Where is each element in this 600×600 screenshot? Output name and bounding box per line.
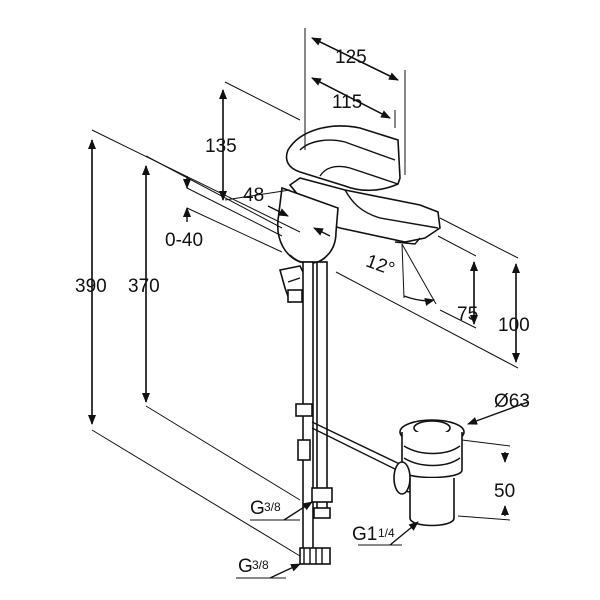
thread-drain-fraction: 1/4 <box>378 526 395 540</box>
thread-drain-main: G1 <box>352 524 377 545</box>
thread-g-upper: G <box>250 498 265 519</box>
thread-g-lower: G <box>238 556 253 577</box>
label-50: 50 <box>494 481 515 502</box>
thread-fraction-lower: 3/8 <box>252 558 269 572</box>
dim-total-height: 390 <box>75 129 301 557</box>
label-48: 48 <box>243 185 264 206</box>
drain-assembly <box>393 419 465 527</box>
thread-fraction-upper: 3/8 <box>264 500 281 514</box>
dim-drain-depth: 50 <box>457 439 515 521</box>
faucet-body <box>276 125 441 303</box>
label-12-degrees: 12° <box>363 251 397 281</box>
label-75: 75 <box>457 304 478 325</box>
supply-hoses <box>295 261 409 565</box>
label-115: 115 <box>332 92 362 113</box>
dim-spout-angle: 12° <box>363 243 437 306</box>
dim-spout-offset: 48 <box>243 185 331 237</box>
thread-label-g38-upper: G 3/8 <box>250 498 313 521</box>
dim-lever-height: 135 <box>205 81 301 201</box>
thread-label-g38-lower: G 3/8 <box>236 556 301 579</box>
label-d63: Ø63 <box>494 391 530 412</box>
label-390: 390 <box>75 276 107 297</box>
dim-spout-reach: 115 <box>311 77 396 128</box>
label-370: 370 <box>128 276 160 297</box>
dim-spout-height: 75 <box>437 235 478 329</box>
label-0-40: 0-40 <box>165 230 203 251</box>
dim-supply-length: 370 <box>128 155 301 501</box>
dim-top-width: 125 <box>304 28 406 175</box>
label-125: 125 <box>335 47 367 68</box>
dim-outlet-height: 100 <box>335 217 530 369</box>
label-100: 100 <box>498 315 530 336</box>
dim-drain-diameter: Ø63 <box>467 391 530 425</box>
thread-label-drain: G1 1/4 <box>352 521 419 546</box>
label-135: 135 <box>205 136 237 157</box>
